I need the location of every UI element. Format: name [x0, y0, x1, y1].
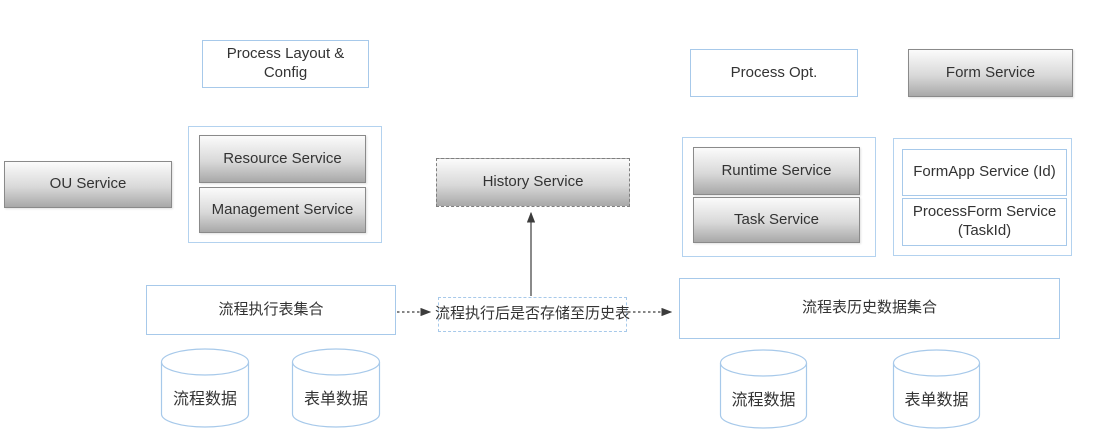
resource-service-label: Resource Service	[223, 149, 342, 167]
formapp-service-label: FormApp Service (Id)	[913, 163, 1056, 181]
exec-table-collection-box: 流程执行表集合	[146, 285, 396, 335]
process-opt-box: Process Opt.	[690, 49, 858, 97]
store-decision-label: 流程执行后是否存储至历史表	[435, 305, 631, 323]
hist-process-data-label: 流程数据	[731, 392, 796, 409]
processform-service-box: ProcessForm Service (TaskId)	[902, 198, 1067, 246]
history-service-label: History Service	[482, 173, 584, 191]
form-service-box: Form Service	[908, 49, 1073, 97]
runtime-service-label: Runtime Service	[721, 161, 832, 179]
exec-process-data-label: 流程数据	[172, 391, 237, 408]
hist-form-data-label: 表单数据	[904, 392, 969, 409]
history-table-collection-label: 流程表历史数据集合	[801, 299, 937, 317]
ou-service-box: OU Service	[4, 161, 172, 208]
form-service-label: Form Service	[945, 63, 1036, 81]
process-layout-config-label: Process Layout & Config	[226, 45, 345, 81]
exec-form-data-label: 表单数据	[303, 391, 368, 408]
process-layout-config-box: Process Layout & Config	[202, 40, 369, 88]
runtime-service-box: Runtime Service	[693, 147, 860, 195]
formapp-service-box: FormApp Service (Id)	[902, 149, 1067, 196]
history-table-collection-box: 流程表历史数据集合	[679, 278, 1060, 339]
store-decision-box: 流程执行后是否存储至历史表	[435, 297, 631, 332]
management-service-box: Management Service	[199, 187, 366, 233]
resource-service-box: Resource Service	[199, 135, 366, 183]
management-service-label: Management Service	[211, 200, 354, 218]
processform-service-label: ProcessForm Service (TaskId)	[912, 203, 1057, 239]
task-service-box: Task Service	[693, 197, 860, 243]
task-service-label: Task Service	[733, 210, 820, 228]
exec-table-collection-label: 流程执行表集合	[218, 300, 324, 318]
process-opt-label: Process Opt.	[730, 63, 818, 81]
ou-service-label: OU Service	[49, 175, 127, 193]
history-service-box: History Service	[436, 158, 630, 207]
